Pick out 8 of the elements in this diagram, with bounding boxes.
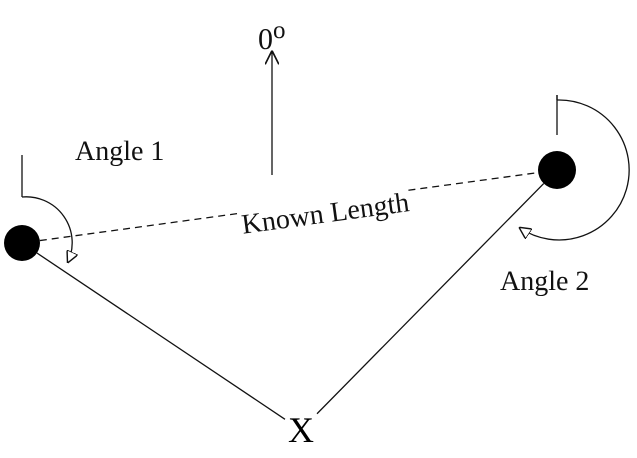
angle-label: Angle 2 — [500, 268, 590, 296]
station-dot — [538, 151, 576, 189]
station-dot — [4, 225, 40, 261]
bearing-label: 0$^{o}$ — [258, 18, 286, 55]
angle-label: Angle 1 — [75, 138, 164, 166]
line — [316, 183, 544, 414]
target-point-label: X — [285, 412, 317, 448]
line — [36, 252, 286, 420]
